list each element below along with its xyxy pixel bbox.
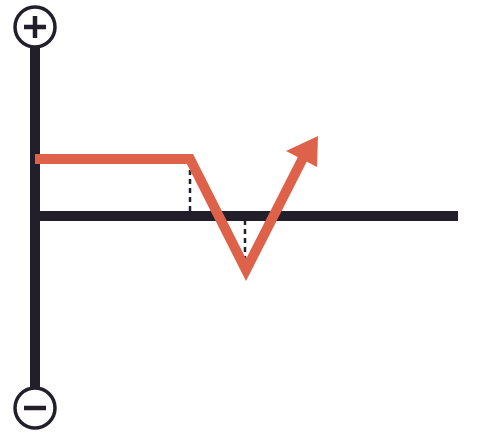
payoff-line bbox=[35, 154, 308, 282]
plus-icon bbox=[13, 5, 57, 49]
minus-icon bbox=[13, 386, 57, 430]
arrow-head-icon bbox=[286, 136, 318, 167]
